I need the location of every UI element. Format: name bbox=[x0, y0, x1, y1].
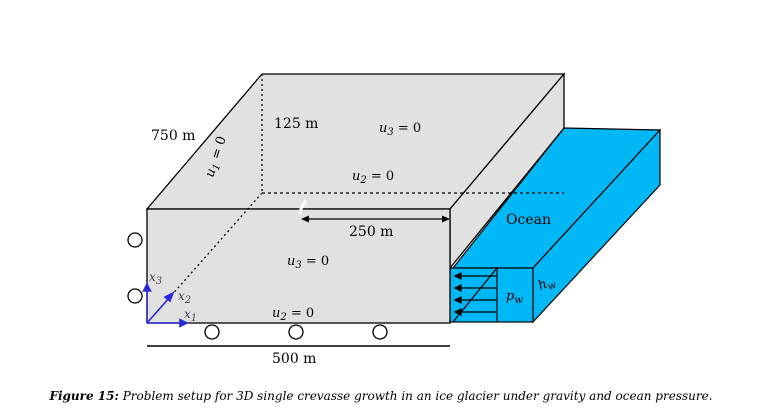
x2-axis-label: x2 bbox=[178, 289, 191, 306]
hidden-edge-diagonal bbox=[146, 192, 263, 324]
x1-axis-label: x1 bbox=[184, 307, 197, 324]
ice-front-face bbox=[146, 208, 451, 324]
roller-supports bbox=[127, 232, 388, 340]
roller-bottom-3 bbox=[372, 324, 388, 340]
top-right-dim-label: 125 m bbox=[274, 116, 318, 132]
width-label: 500 m bbox=[272, 351, 316, 367]
roller-left-upper bbox=[127, 232, 143, 248]
u3-top-label: u3 = 0 bbox=[379, 121, 421, 138]
u2-top-label: u2 = 0 bbox=[352, 169, 394, 186]
roller-left-lower bbox=[127, 288, 143, 304]
axis-x2 bbox=[146, 296, 171, 324]
pw-label: pw bbox=[506, 289, 523, 306]
pressure-arrows bbox=[452, 267, 498, 323]
roller-bottom-1 bbox=[204, 324, 220, 340]
figure-caption: Figure 15: Problem setup for 3D single c… bbox=[0, 389, 762, 403]
x3-axis-label: x3 bbox=[149, 270, 162, 287]
crevasse-arrow-right bbox=[442, 215, 450, 223]
figure-number: Figure 15: bbox=[49, 389, 119, 403]
caption-text: Problem setup for 3D single crevasse gro… bbox=[118, 389, 713, 403]
depth-label: 750 m bbox=[151, 128, 195, 144]
ocean-front-face bbox=[449, 267, 534, 323]
crevasse-length-label: 250 m bbox=[349, 224, 393, 240]
crevasse-arrow-left bbox=[301, 215, 309, 223]
crevasse-mark bbox=[298, 200, 308, 215]
ocean-block bbox=[449, 127, 662, 324]
ice-block bbox=[145, 72, 566, 324]
coordinate-axes bbox=[142, 282, 189, 328]
ocean-label: Ocean bbox=[506, 212, 551, 228]
u3-front-label: u3 = 0 bbox=[287, 254, 329, 271]
roller-bottom-2 bbox=[288, 324, 304, 340]
u2-front-label: u2 = 0 bbox=[272, 306, 314, 323]
